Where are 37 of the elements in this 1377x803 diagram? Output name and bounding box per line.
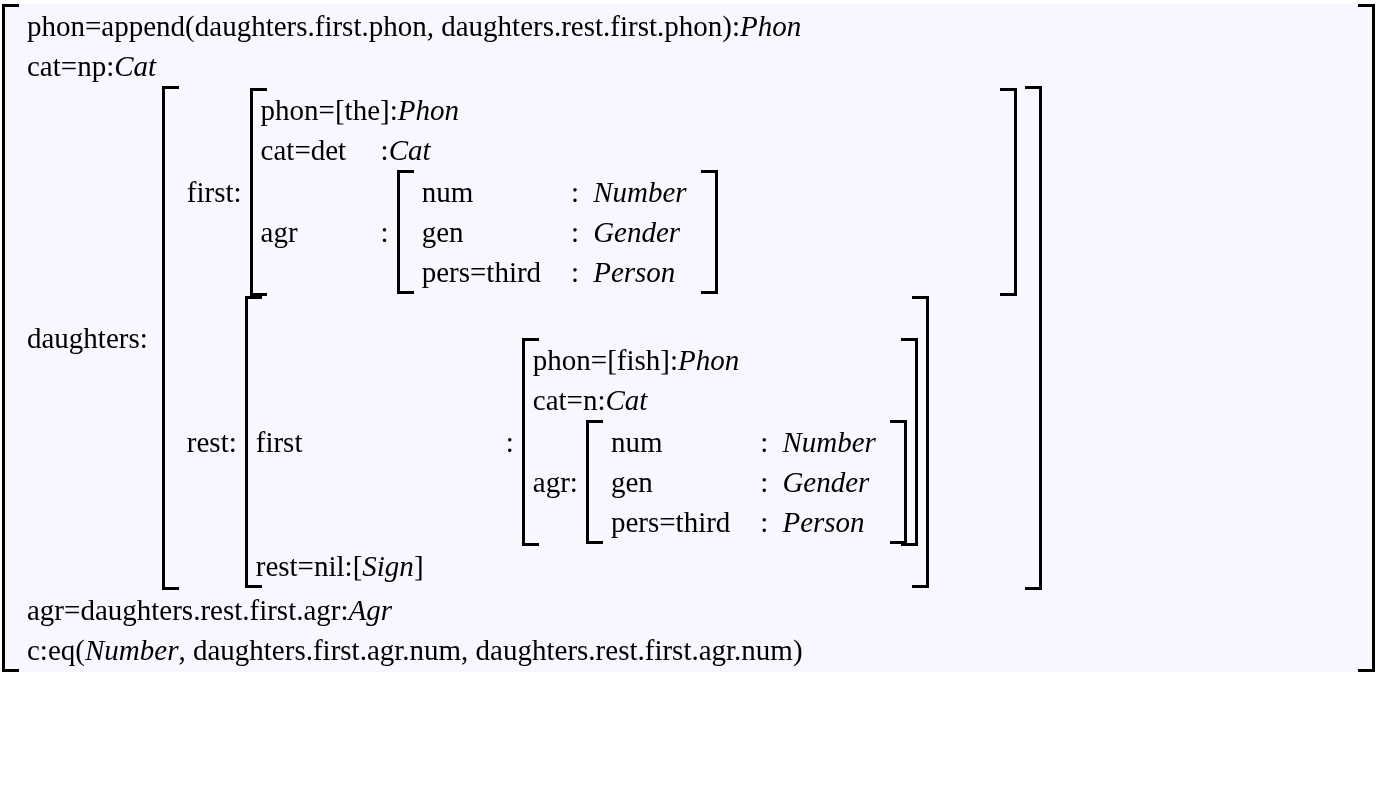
colon-separator: : [570, 255, 581, 290]
feature-name: num [421, 175, 475, 210]
feature-name: first: [186, 175, 243, 210]
feature-equation: phon=append(daughters.first.phon, daughters.rest.first.phon):Phon [27, 9, 803, 44]
type-name: Number [782, 425, 877, 460]
feature-equation: agr=daughters.rest.first.agr:Agr [27, 593, 394, 628]
feature-name: gen [421, 215, 465, 250]
constraint-expression: c:eq(Number, daughters.first.agr.num, daughters.rest.first.agr.num) [27, 633, 804, 668]
colon-separator: : [759, 505, 770, 540]
colon-separator: : [505, 425, 515, 460]
feature-name: daughters: [27, 321, 149, 356]
feature-name: num [610, 425, 664, 460]
type-name: Number [593, 175, 688, 210]
colon-separator: : [380, 215, 390, 250]
feature-name: rest: [186, 425, 238, 460]
feature-name: gen [610, 465, 654, 500]
type-name: Person [593, 255, 677, 290]
colon-separator: : [759, 465, 770, 500]
type-name: Gender [782, 465, 871, 500]
feature-equation: phon=[the]:Phon [260, 93, 460, 128]
feature-name: agr: [532, 465, 579, 500]
feature-equation: cat=n:Cat [532, 383, 649, 418]
feature-equation: rest=nil:[Sign] [255, 549, 425, 584]
feature-equation: cat=det [260, 133, 348, 168]
feature-name: pers=third [610, 505, 731, 540]
feature-equation: phon=[fish]:Phon [532, 343, 741, 378]
feature-name: pers=third [421, 255, 542, 290]
type-name: Person [782, 505, 866, 540]
type-name: Gender [593, 215, 682, 250]
feature-equation: cat=np:Cat [27, 49, 158, 84]
bracket-matrix [2, 4, 1375, 672]
colon-separator: : [759, 425, 770, 460]
colon-separator: : [570, 215, 581, 250]
feature-name: agr [260, 215, 299, 250]
feature-name: first [255, 425, 304, 460]
colon-separator: : [570, 175, 581, 210]
type-name: :Cat [380, 133, 432, 168]
